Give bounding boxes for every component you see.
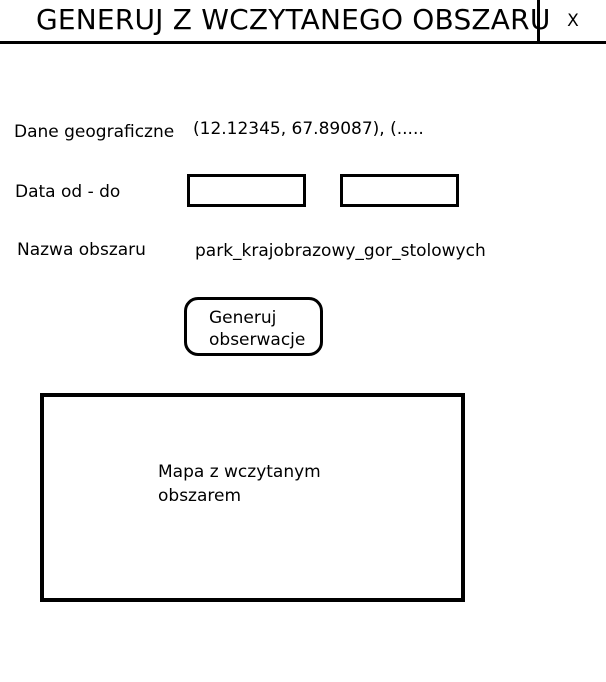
header-underline (0, 41, 606, 44)
geo-data-label: Dane geograficzne (14, 122, 175, 142)
header-divider (537, 0, 540, 44)
map-placeholder-text: Mapa z wczytanym obszarem (158, 462, 321, 506)
geo-data-value: (12.12345, 67.89087), (..... (193, 119, 424, 139)
area-name-value: park_krajobrazowy_gor_stolowych (195, 241, 486, 261)
close-button[interactable]: X (567, 10, 579, 31)
generate-observations-label: Generuj obserwacje (209, 308, 306, 350)
date-range-label: Data od - do (15, 182, 121, 202)
date-to-input[interactable] (340, 174, 459, 207)
area-name-label: Nazwa obszaru (17, 240, 146, 260)
dialog-title: GENERUJ Z WCZYTANEGO OBSZARU (36, 3, 551, 36)
date-from-input[interactable] (187, 174, 306, 207)
map-view[interactable]: Mapa z wczytanym obszarem (40, 393, 465, 602)
generate-observations-button[interactable]: Generuj obserwacje (184, 297, 323, 356)
